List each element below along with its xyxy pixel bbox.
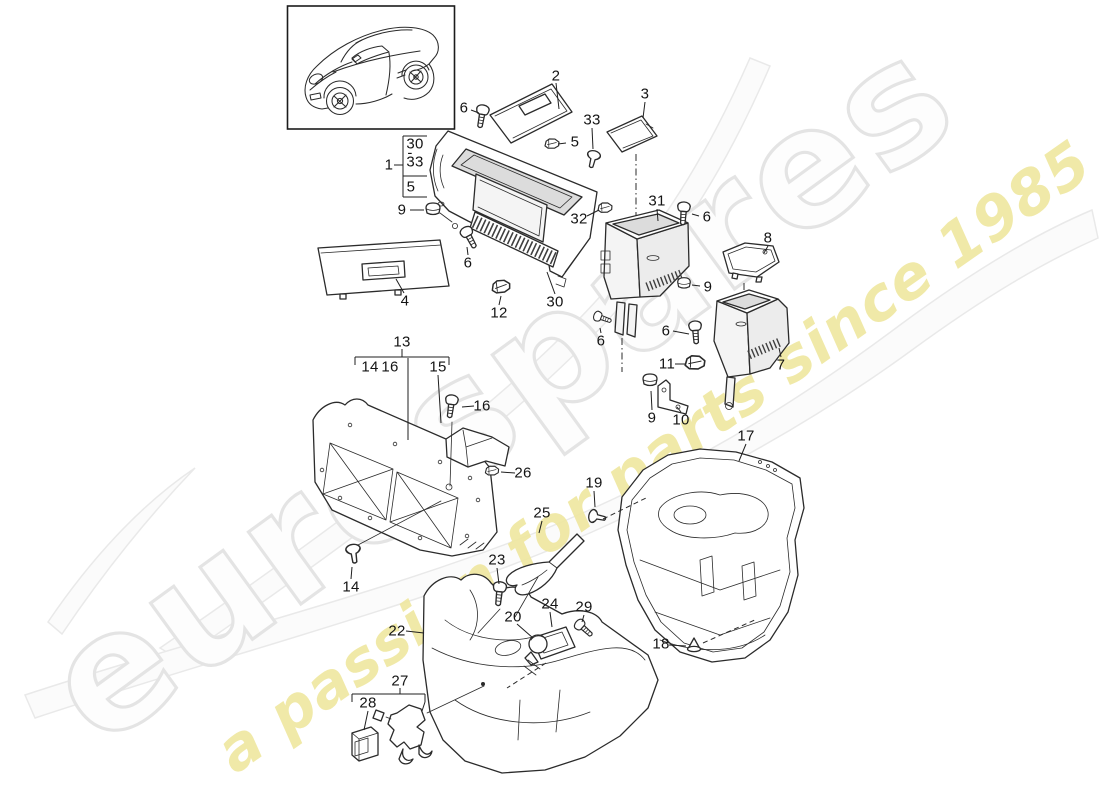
callout-12: 12 bbox=[490, 304, 508, 322]
part-25-strap bbox=[505, 533, 585, 596]
car-thumbnail bbox=[286, 5, 456, 130]
screw-icon-6a bbox=[472, 103, 491, 130]
rivet-icon-33 bbox=[583, 148, 602, 170]
callout-22: 22 bbox=[388, 622, 406, 640]
callout-9c: 9 bbox=[647, 409, 657, 427]
clip-icon-9b bbox=[677, 277, 691, 289]
callout-30: 30 bbox=[546, 293, 564, 311]
clip-icon-9a bbox=[425, 202, 441, 216]
assembly-lines bbox=[357, 212, 758, 714]
callout-6b: 6 bbox=[463, 254, 473, 272]
callout-29: 29 bbox=[575, 598, 593, 616]
callout-20: 20 bbox=[504, 608, 522, 626]
callout-18: 18 bbox=[652, 635, 670, 653]
callout-23: 23 bbox=[488, 551, 506, 569]
clip-icon-5 bbox=[543, 137, 561, 151]
callout-28: 28 bbox=[359, 694, 377, 712]
callout-5: 5 bbox=[570, 133, 580, 151]
callout-14: 14 bbox=[342, 578, 360, 596]
callout-1: 1 bbox=[384, 156, 394, 174]
callout-10: 10 bbox=[672, 411, 690, 429]
callout-11: 11 bbox=[658, 355, 676, 373]
callout-17: 17 bbox=[737, 427, 755, 445]
part-31-storage-box bbox=[600, 209, 690, 338]
callout-13: 13 bbox=[393, 333, 411, 351]
cap-icon-20 bbox=[528, 634, 548, 654]
leader-lines bbox=[350, 82, 782, 731]
callout-9a: 9 bbox=[397, 201, 407, 219]
callout-14-group: 14 bbox=[361, 358, 379, 376]
part-10-angle-bracket bbox=[657, 379, 689, 415]
callout-31: 31 bbox=[648, 192, 666, 210]
callout-6a: 6 bbox=[459, 99, 469, 117]
part-22-carpet bbox=[422, 573, 659, 774]
part-15-bracket-block bbox=[445, 427, 510, 468]
callout-4: 4 bbox=[400, 292, 410, 310]
callout-8: 8 bbox=[763, 229, 773, 247]
callout-5-group: 5 bbox=[406, 178, 416, 196]
callout-2: 2 bbox=[551, 67, 561, 85]
part-28-coupling bbox=[351, 726, 379, 762]
part-7-storage-box bbox=[713, 289, 790, 410]
callout-32: 32 bbox=[570, 210, 588, 228]
callout-25: 25 bbox=[533, 504, 551, 522]
part-3-lid bbox=[606, 115, 658, 153]
callout-16-group: 16 bbox=[381, 358, 399, 376]
callout-24: 24 bbox=[541, 595, 559, 613]
part-2-cover bbox=[489, 83, 573, 144]
part-4-panel bbox=[317, 239, 450, 300]
callout-27: 27 bbox=[391, 672, 409, 690]
callout-30-group: 30 bbox=[406, 135, 424, 153]
callout-6d: 6 bbox=[661, 322, 671, 340]
callout-7: 7 bbox=[776, 356, 786, 374]
callout-dash: - bbox=[407, 144, 413, 162]
callout-26: 26 bbox=[514, 464, 532, 482]
callout-33: 33 bbox=[583, 111, 601, 129]
part-30-trim-panel bbox=[429, 130, 598, 288]
part-27-bracket bbox=[372, 704, 433, 765]
callout-15: 15 bbox=[429, 358, 447, 376]
part-17-luggage-tub bbox=[617, 448, 805, 663]
callout-3: 3 bbox=[640, 85, 650, 103]
callout-19: 19 bbox=[585, 474, 603, 492]
part-14-rear-panel bbox=[312, 398, 498, 557]
callout-6e: 6 bbox=[596, 332, 606, 350]
callout-9b: 9 bbox=[703, 278, 713, 296]
clip-icon-9c bbox=[642, 373, 658, 387]
callout-33-group: 33 bbox=[406, 153, 424, 171]
callout-16: 16 bbox=[473, 397, 491, 415]
callout-6c: 6 bbox=[702, 208, 712, 226]
